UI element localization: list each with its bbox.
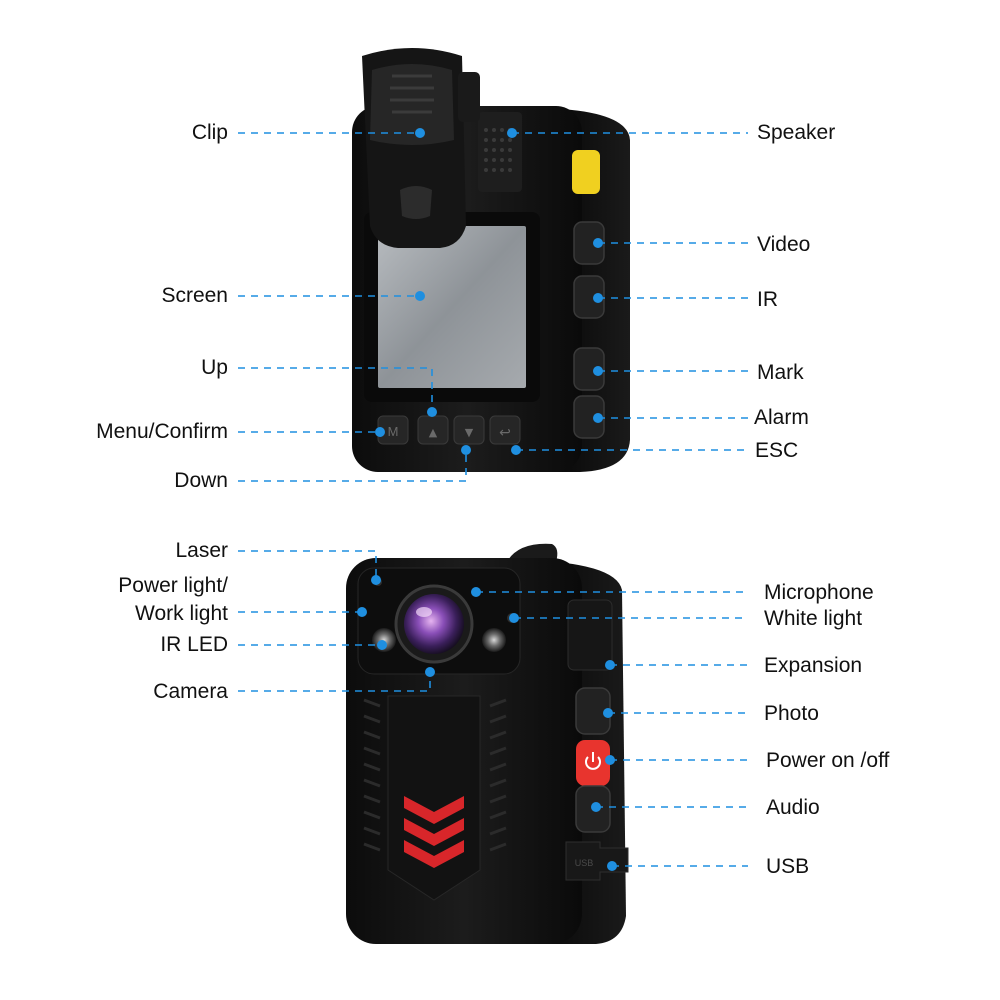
expansion-cover [567,599,613,671]
dot-clip [415,128,425,138]
yellow-side-button [572,150,600,194]
label-expansion: Expansion [764,654,863,677]
body-ribs [363,698,507,852]
dot-power-light [357,607,367,617]
dot-down [461,445,471,455]
ir-led-right-icon [482,628,506,652]
top-side-buttons [573,221,605,439]
label-ir-led: IR LED [160,633,228,656]
dot-white-light [509,613,519,623]
chevron-emblem-icon [404,796,464,868]
power-icon [585,752,601,770]
label-up: Up [201,356,228,379]
dot-power [605,755,615,765]
label-camera: Camera [153,680,228,703]
label-laser: Laser [175,539,228,562]
dot-microphone [471,587,481,597]
label-down: Down [174,469,228,492]
dot-usb [607,861,617,871]
dot-laser [371,575,381,585]
label-audio: Audio [766,796,820,819]
menu-button-glyph: M [388,424,399,439]
label-microphone: Microphone [764,581,874,604]
label-ir: IR [757,288,778,311]
label-video: Video [757,233,811,256]
label-white-light: White light [764,607,863,630]
label-power-light-line2: Work light [135,602,228,625]
dot-menu-confirm [375,427,385,437]
dot-up [427,407,437,417]
power-button [576,740,610,786]
label-usb: USB [766,855,810,878]
leader-laser [238,550,377,580]
leader-dots [357,128,617,871]
front-center-panel [387,695,481,901]
label-screen: Screen [161,284,228,307]
esc-button-glyph: ↩ [499,425,511,441]
label-power-light-line1: Power light/ [118,574,228,597]
label-menu-confirm: Menu/Confirm [96,420,228,443]
dot-screen [415,291,425,301]
dot-mark [593,366,603,376]
mark-button [573,347,605,391]
label-power: Power on /off [766,749,890,772]
camera-lens-icon [404,594,464,654]
screen [378,226,526,388]
leader-up [238,367,433,412]
down-button-glyph: ▼ [465,426,474,439]
label-clip: Clip [191,121,228,144]
dot-audio [591,802,601,812]
dot-photo [603,708,613,718]
dot-expansion [605,660,615,670]
dot-video [593,238,603,248]
label-alarm: Alarm [754,406,809,429]
dot-ir-led [377,640,387,650]
bottom-device: USB [346,543,629,944]
top-device: M ▲ ▼ ↩ [352,48,630,472]
usb-port-text: USB [575,858,594,868]
clip-icon [362,48,480,248]
up-button-glyph: ▲ [429,426,438,439]
label-speaker: Speaker [757,121,836,144]
ir-button [573,275,605,319]
dot-camera [425,667,435,677]
bottom-clip-nub [508,543,558,562]
dot-ir [593,293,603,303]
label-photo: Photo [764,702,819,725]
label-mark: Mark [757,361,804,384]
leader-down [238,452,467,482]
down-button [453,415,485,445]
leader-lines [238,132,748,867]
esc-button [489,415,521,445]
dot-esc [511,445,521,455]
label-esc: ESC [755,439,799,462]
speaker-grille [478,112,522,192]
dot-speaker [507,128,517,138]
alarm-button [573,395,605,439]
dot-alarm [593,413,603,423]
